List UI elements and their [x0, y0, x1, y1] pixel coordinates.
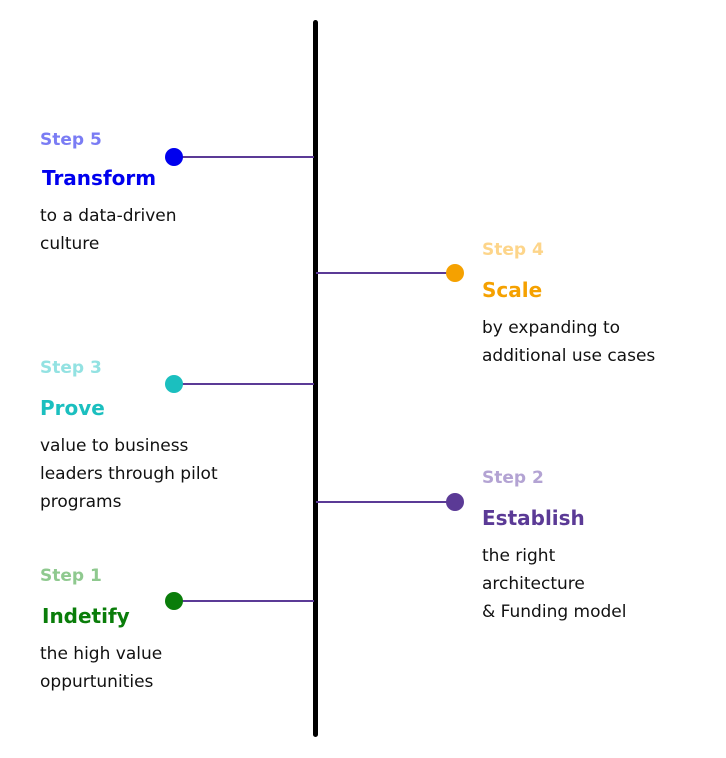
step-4-label: Step 4: [482, 240, 544, 260]
step-1-desc: the high value oppurtunities: [40, 640, 162, 696]
step-2-block: Step 2 Establish the right architecture …: [482, 468, 626, 626]
step-2-title: Establish: [482, 506, 585, 530]
connector-step-2: [316, 501, 456, 503]
step-5-desc: to a data-driven culture: [40, 202, 177, 258]
dot-step-3: [165, 375, 183, 393]
step-3-title: Prove: [40, 396, 105, 420]
desc-line: the right: [482, 546, 556, 566]
step-4-title: Scale: [482, 278, 543, 302]
desc-line: the high value: [40, 644, 163, 664]
step-3-label: Step 3: [40, 358, 102, 378]
connector-step-3: [174, 383, 314, 385]
step-1-label: Step 1: [40, 566, 102, 586]
step-5-block: Step 5 Transform to a data-driven cultur…: [40, 130, 177, 258]
desc-line: value to business: [40, 436, 189, 456]
dot-step-4: [446, 264, 464, 282]
desc-line: additional use cases: [482, 346, 656, 366]
desc-line: leaders through pilot: [40, 464, 218, 484]
step-2-desc: the right architecture & Funding model: [482, 542, 626, 626]
desc-line: & Funding model: [482, 602, 627, 622]
timeline-axis: [313, 20, 318, 737]
step-5-title: Transform: [42, 166, 157, 190]
step-5-label: Step 5: [40, 130, 102, 150]
step-3-desc: value to business leaders through pilot …: [40, 432, 218, 516]
dot-step-1: [165, 592, 183, 610]
step-4-desc: by expanding to additional use cases: [482, 314, 655, 370]
desc-line: to a data-driven: [40, 206, 177, 226]
connector-step-4: [316, 272, 456, 274]
desc-line: architecture: [482, 574, 585, 594]
dot-step-2: [446, 493, 464, 511]
desc-line: culture: [40, 234, 100, 254]
connector-step-5: [174, 156, 314, 158]
step-2-label: Step 2: [482, 468, 544, 488]
desc-line: oppurtunities: [40, 672, 154, 692]
step-3-block: Step 3 Prove value to business leaders t…: [40, 358, 218, 516]
connector-step-1: [174, 600, 314, 602]
dot-step-5: [165, 148, 183, 166]
step-4-block: Step 4 Scale by expanding to additional …: [482, 240, 655, 370]
step-1-title: Indetify: [42, 604, 130, 628]
step-1-block: Step 1 Indetify the high value oppurtuni…: [40, 566, 162, 696]
desc-line: by expanding to: [482, 318, 621, 338]
desc-line: programs: [40, 492, 122, 512]
